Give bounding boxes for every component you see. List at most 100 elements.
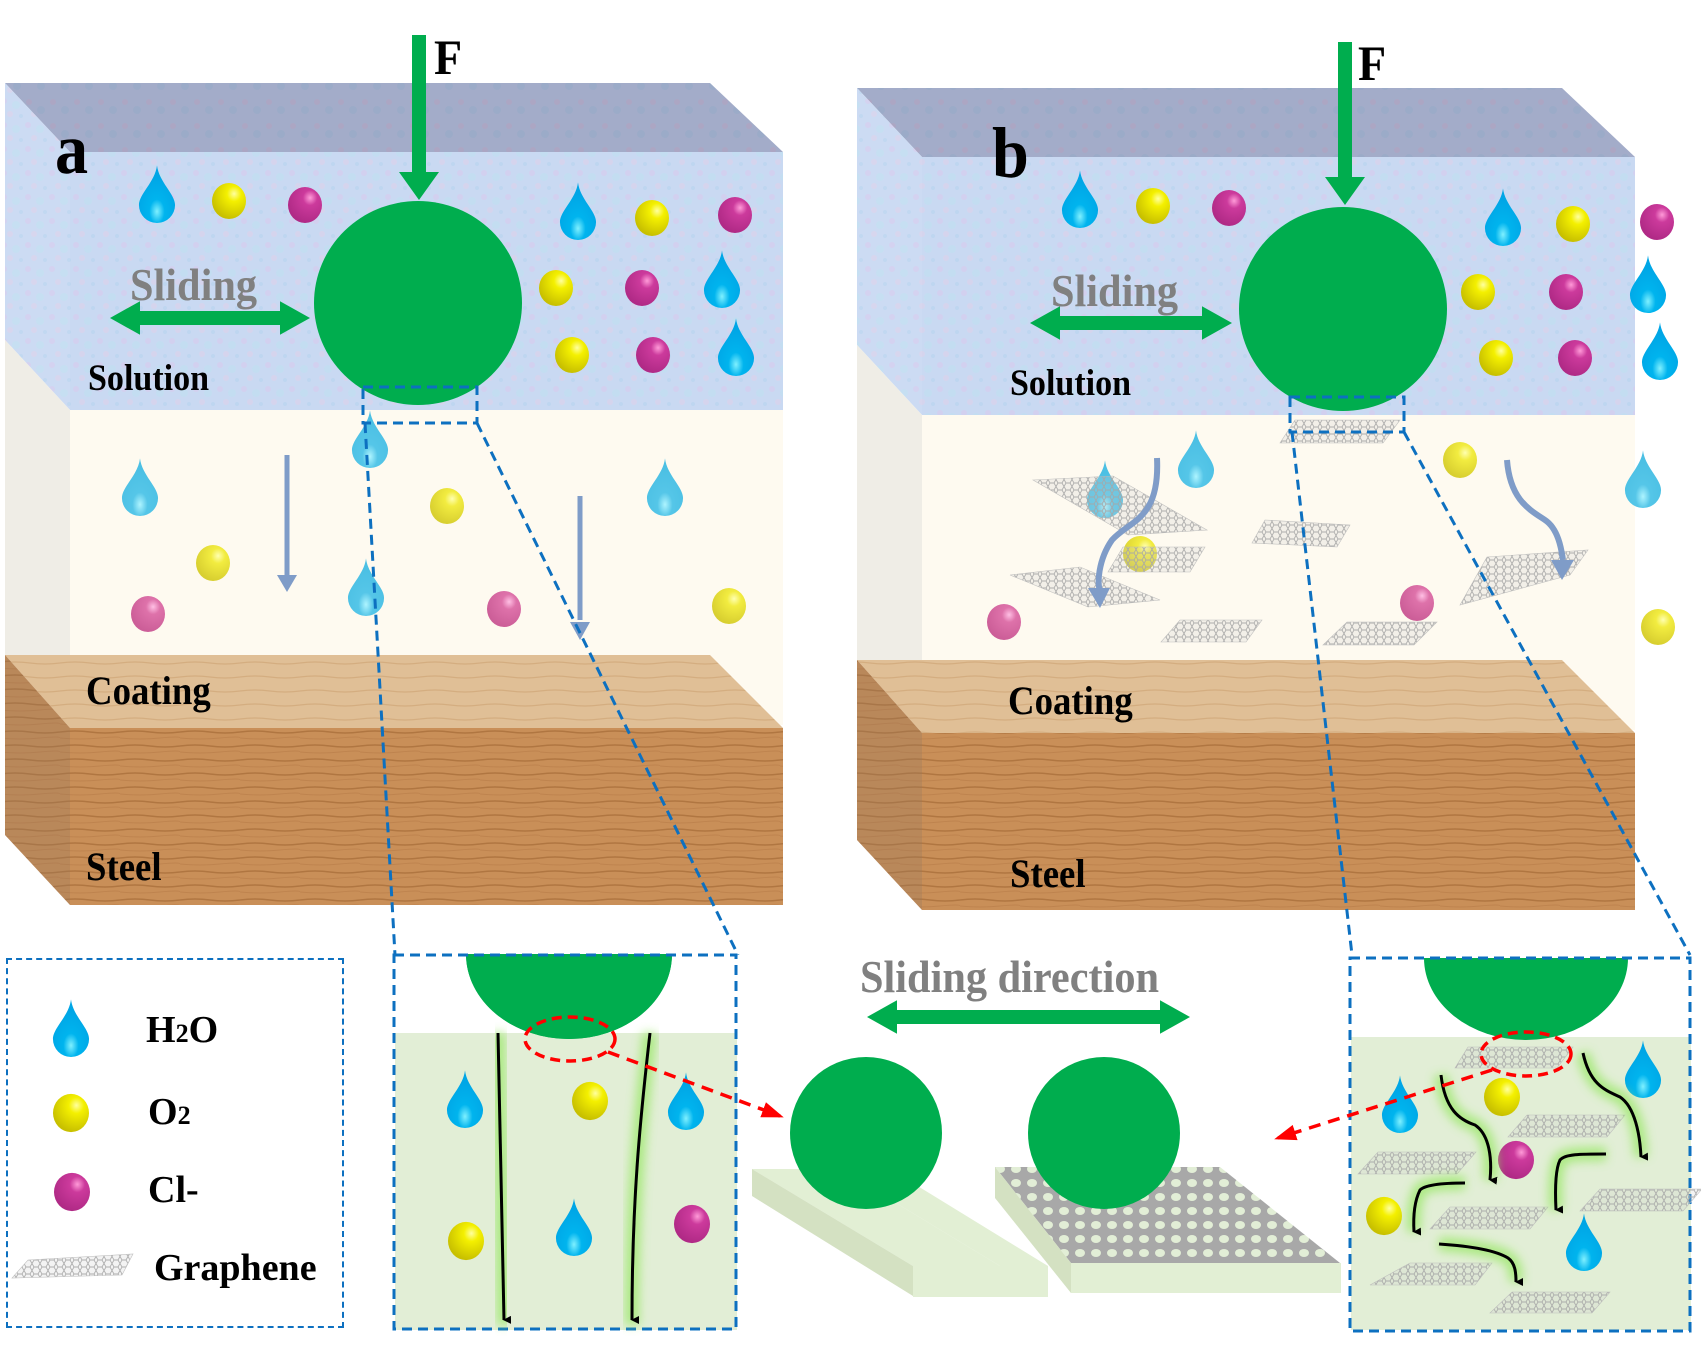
chloride-sphere-icon xyxy=(1400,584,1434,622)
oxygen-sphere-icon xyxy=(1556,205,1590,243)
inset-b-tortuous-arrow-2 xyxy=(1581,1052,1649,1161)
inset-a-coating xyxy=(395,1033,737,1330)
water-drop-icon xyxy=(1484,188,1522,247)
legend-label-h2o: H2O xyxy=(146,1008,218,1052)
panel-b-zoom-region xyxy=(1288,395,1406,434)
oxygen-sphere-icon xyxy=(1443,441,1477,479)
legend-label-o2-sub: 2 xyxy=(177,1101,191,1130)
inset-b-tortuous-arrow-1 xyxy=(1439,1074,1498,1185)
chloride-sphere-icon xyxy=(1498,1140,1534,1180)
graphene-coating-block-side xyxy=(995,1167,1071,1293)
graphene-sheet-icon xyxy=(1031,475,1209,536)
panel-a-steel-top-face xyxy=(5,655,783,728)
water-drop-icon xyxy=(446,1070,484,1129)
graphene-sheet-icon xyxy=(1507,1114,1626,1138)
chloride-sphere-icon xyxy=(636,336,670,374)
panel-b-zoom-projection-right xyxy=(1402,431,1692,956)
panel-b-diffusion-arrow-1 xyxy=(1095,457,1161,592)
graphene-sheet-icon xyxy=(1489,1291,1611,1314)
graphene-sheet-icon xyxy=(1369,1262,1493,1286)
inset-a-callout-arrow xyxy=(607,1050,784,1118)
graphene-sheet-icon-shade xyxy=(1370,1263,1492,1285)
legend-label-o2: O2 xyxy=(148,1090,191,1134)
oxygen-sphere-icon xyxy=(1641,608,1675,646)
legend-graphene-sheet-icon xyxy=(11,1253,134,1279)
panel-a-solution-side-face xyxy=(5,83,70,410)
panel-a-sliding-arrow xyxy=(110,301,310,335)
panel-b-force-label: F xyxy=(1358,35,1387,91)
panel-b-diffusion-arrow-1-head xyxy=(1088,588,1110,608)
chloride-sphere-icon xyxy=(718,196,752,234)
inset-b-tortuous-arrow-5 xyxy=(1438,1242,1524,1286)
panel-a-diffusion-arrow-1-head xyxy=(277,575,297,592)
legend-label-h2o-tail: O xyxy=(188,1009,219,1051)
panel-a-steel-layer xyxy=(70,728,783,905)
plain-coating-block-front xyxy=(913,1266,1048,1297)
water-drop-icon xyxy=(1177,430,1215,489)
panel-b-diffusion-arrow-2 xyxy=(1504,459,1566,561)
legend-water-drop-icon xyxy=(52,999,90,1058)
oxygen-sphere-icon xyxy=(1366,1196,1402,1236)
oxygen-sphere-icon xyxy=(572,1081,608,1121)
panel-a-steel-side-face xyxy=(5,655,70,905)
legend-label-o2-main: O xyxy=(148,1091,178,1133)
panel-b-zoom-projection-left xyxy=(1290,431,1354,956)
inset-b-contact-highlight xyxy=(1479,1030,1573,1078)
inset-b-ball xyxy=(1424,958,1628,1040)
panel-b-diffusion-arrow-2-head xyxy=(1551,560,1574,580)
graphene-sheet-icon-shade xyxy=(1161,620,1262,642)
panel-a-coating-label: Coating xyxy=(86,668,211,713)
panel-b-solution-top-face xyxy=(857,88,1635,157)
inset-a-penetration-arrow-1 xyxy=(496,1032,512,1324)
panel-a-force-label: F xyxy=(434,29,463,85)
oxygen-sphere-icon xyxy=(1461,273,1495,311)
oxygen-sphere-icon xyxy=(1484,1077,1520,1117)
water-drop-icon xyxy=(559,182,597,241)
legend-label-graphene: Graphene xyxy=(154,1247,317,1289)
water-drop-icon xyxy=(1641,322,1679,381)
inset-b-callout-arrow xyxy=(1274,1068,1493,1141)
inset-a-ball-body xyxy=(466,954,672,1039)
oxygen-sphere-icon xyxy=(539,269,573,307)
legend-label-cl: Cl- xyxy=(148,1169,199,1211)
panel-b-sliding-label: Sliding xyxy=(1051,265,1179,316)
chloride-sphere-icon xyxy=(625,269,659,307)
panel-a-label: a xyxy=(55,109,89,189)
chloride-sphere-icon xyxy=(1212,189,1246,227)
graphene-sheet-icon-shade xyxy=(1252,520,1350,547)
panel-a-zoom-projection-right xyxy=(475,422,740,956)
oxygen-sphere-icon xyxy=(430,487,464,525)
panel-a-coating-side-face xyxy=(5,340,70,725)
inset-b-tortuous-arrow-4 xyxy=(1412,1181,1466,1236)
panel-b-label: b xyxy=(992,113,1029,193)
oxygen-sphere-icon xyxy=(196,544,230,582)
legend: H2O O2 Cl- Graphene xyxy=(6,958,344,1328)
legend-chloride-sphere-icon xyxy=(54,1172,90,1212)
panel-b-coating-side-face xyxy=(857,345,922,730)
panel-a-solution-top-face xyxy=(5,83,783,152)
graphene-sheet-icon xyxy=(1579,1188,1701,1212)
sliding-direction-arrow xyxy=(867,1000,1190,1034)
chloride-sphere-icon xyxy=(1640,203,1674,241)
panel-a-force-arrow-shaft xyxy=(412,35,426,176)
graphene-sheet-icon xyxy=(1322,621,1438,646)
graphene-sheet-icon-shade xyxy=(1108,547,1205,572)
sliding-direction-label: Sliding direction xyxy=(860,951,1160,1002)
water-drop-icon xyxy=(1624,450,1662,509)
graphene-sheet-icon xyxy=(1429,1206,1549,1230)
panel-a-solution-label: Solution xyxy=(88,358,210,399)
inset-a-contact-highlight xyxy=(523,1015,617,1063)
water-drop-icon xyxy=(1381,1075,1419,1134)
legend-graphene-sheet-icon-shade xyxy=(12,1254,133,1278)
chloride-sphere-icon xyxy=(987,603,1021,641)
water-drop-icon xyxy=(1061,170,1099,229)
panel-b-coating-label: Coating xyxy=(1008,678,1133,723)
water-drop-icon xyxy=(138,165,176,224)
oxygen-sphere-icon xyxy=(212,182,246,220)
panel-a-ball xyxy=(314,201,522,405)
panel-a-force-arrow-head xyxy=(399,172,439,200)
oxygen-sphere-icon xyxy=(1479,339,1513,377)
graphene-sheet-icon-shade xyxy=(1323,622,1437,645)
inset-a-frame xyxy=(392,953,738,1331)
